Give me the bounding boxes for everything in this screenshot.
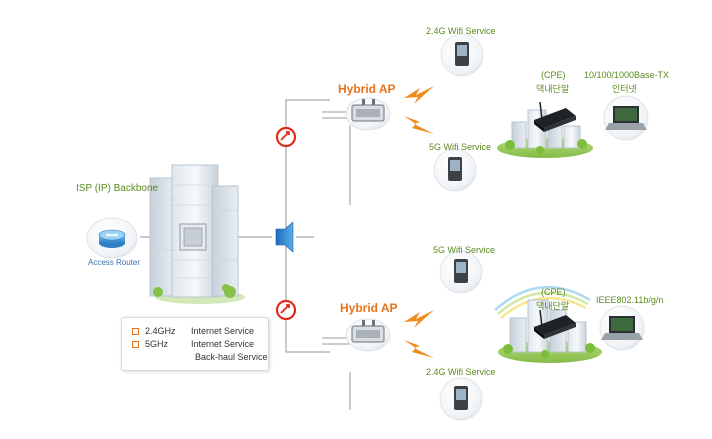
city-cluster-icon <box>498 299 602 363</box>
cpe-router-icon <box>534 309 576 339</box>
legend-service: Internet Service <box>191 326 255 336</box>
cpe-top-label-1: (CPE) <box>541 70 566 80</box>
wifi-24-top-label: 2.4G Wifi Service <box>426 26 496 36</box>
cpe-bottom-label-2: 댁내단말 <box>536 301 570 311</box>
phone-icon <box>439 377 483 421</box>
signal-meter-icon <box>275 126 297 148</box>
legend-row-5ghz: 5GHz Internet Service <box>132 339 254 349</box>
wifi-5-bottom-label: 5G Wifi Service <box>433 245 496 255</box>
hybrid-ap-top-label: Hybrid AP <box>338 82 396 96</box>
cpe-router-icon <box>534 101 576 132</box>
isp-backbone-label: ISP (IP) Backbone <box>76 183 159 194</box>
building-icon <box>149 164 245 304</box>
legend-band: 5GHz <box>145 339 169 349</box>
legend-row-24ghz: 2.4GHz Internet Service <box>132 326 254 336</box>
legend-service: Internet Service <box>191 339 255 349</box>
phone-icon <box>440 33 484 77</box>
hybrid-ap-bottom-label: Hybrid AP <box>340 301 398 315</box>
cpe-top-label-2: 댁내단말 <box>536 84 570 94</box>
legend-service: Back-haul Service <box>195 352 268 362</box>
ieee-label: IEEE802.11b/g/n <box>596 295 664 305</box>
legend-square-icon <box>132 328 139 336</box>
legend-band: 2.4GHz <box>145 326 176 336</box>
access-router-label: Access Router <box>88 258 141 267</box>
cpe-bottom-label-1: (CPE) <box>541 287 566 297</box>
lightning-icon <box>404 86 434 358</box>
laptop-icon <box>599 305 645 351</box>
legend-square-icon <box>132 341 139 349</box>
phone-icon <box>433 148 477 192</box>
phone-icon <box>439 250 483 294</box>
ethernet-label-1: 10/100/1000Base-TX <box>584 70 670 80</box>
wifi-24-bottom-label: 2.4G Wifi Service <box>426 367 496 377</box>
wifi-5-top-label: 5G Wifi Service <box>429 142 492 152</box>
ethernet-label-2: 인터넷 <box>612 84 637 94</box>
legend-row-backhaul: Back-haul Service <box>195 352 268 362</box>
rainbow-icon <box>494 285 591 319</box>
laptop-icon <box>603 95 649 141</box>
splitter-icon <box>275 221 294 253</box>
hybrid-ap-icon <box>322 97 391 131</box>
signal-meter-icon <box>275 299 297 321</box>
access-router-icon <box>86 217 138 259</box>
hybrid-ap-icon <box>322 318 391 352</box>
